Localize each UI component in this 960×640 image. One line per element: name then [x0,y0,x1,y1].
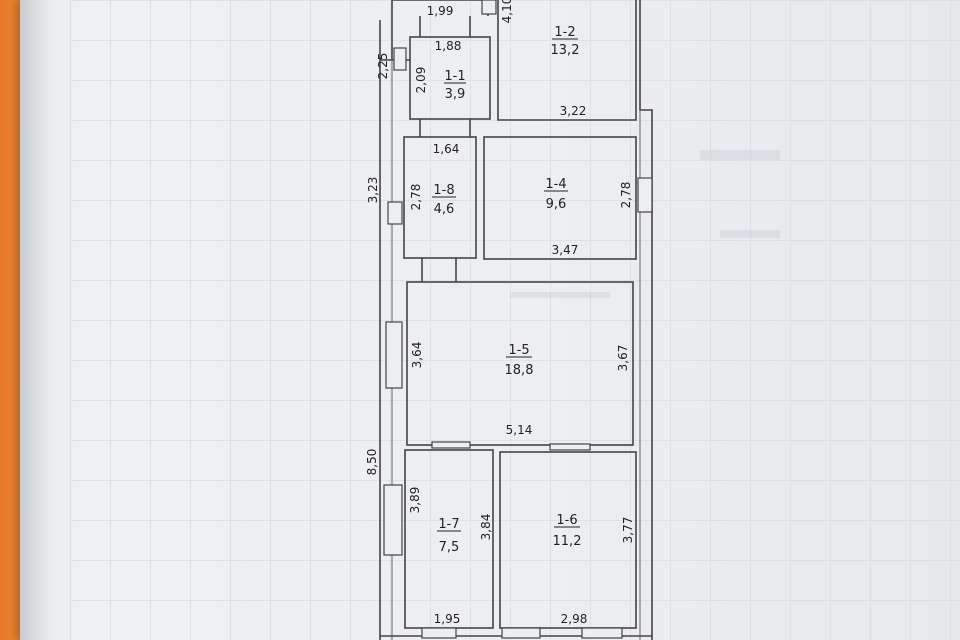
dim-3-89: 3,89 [408,487,422,514]
room-1-6-id: 1-6 [556,513,577,528]
room-1-8-id: 1-8 [433,183,454,198]
door [549,443,591,451]
room-1-1-outline [409,36,491,120]
room-1-2-id: 1-2 [554,25,575,40]
window [383,484,403,556]
dim-4-10: 4,10 [500,0,514,23]
dim-3-22: 3,22 [560,104,587,118]
room-1-4-id: 1-4 [545,177,566,192]
dim-1-99: 1,99 [427,4,454,18]
dim-3-64: 3,64 [410,342,424,369]
room-1-1-id: 1-1 [444,69,465,84]
dim-2-25: 2,25 [376,53,390,80]
room-1-4-area: 9,6 [546,197,567,212]
window [581,627,623,639]
dim-2-78-left: 2,78 [409,184,423,211]
dim-3-47: 3,47 [552,243,579,257]
room-1-4-outline [483,136,637,260]
window [421,627,457,639]
window [385,321,403,389]
room-1-1-area: 3,9 [445,87,466,102]
room-1-7-area: 7,5 [439,540,460,555]
paper-grid [70,0,960,640]
dim-1-95: 1,95 [434,612,461,626]
room-1-5-area: 18,8 [505,363,534,378]
dim-5-14: 5,14 [506,423,533,437]
window [637,177,653,213]
room-1-2-outline [497,0,637,121]
dim-8-50: 8,50 [365,449,379,476]
room-1-6-area: 11,2 [553,534,582,549]
window [387,201,403,225]
dim-2-98: 2,98 [561,612,588,626]
window [501,627,541,639]
dim-2-09: 2,09 [414,67,428,94]
outer-wall [379,0,653,640]
room-1-5-id: 1-5 [508,343,529,358]
dim-3-67: 3,67 [616,345,630,372]
room-1-6-outline [499,451,637,629]
room-1-7-id: 1-7 [438,517,459,532]
room-1-8-area: 4,6 [434,202,455,217]
room-1-8-outline [403,136,477,259]
dim-3-84: 3,84 [479,514,493,541]
window [481,0,497,15]
dim-3-23: 3,23 [366,177,380,204]
room-1-2-area: 13,2 [551,43,580,58]
room-1-5-outline [406,281,634,446]
dim-1-88: 1,88 [435,39,462,53]
dim-2-78-right: 2,78 [619,182,633,209]
dim-1-64: 1,64 [433,142,460,156]
dim-3-77: 3,77 [621,517,635,544]
window [393,47,407,71]
door [431,441,471,449]
